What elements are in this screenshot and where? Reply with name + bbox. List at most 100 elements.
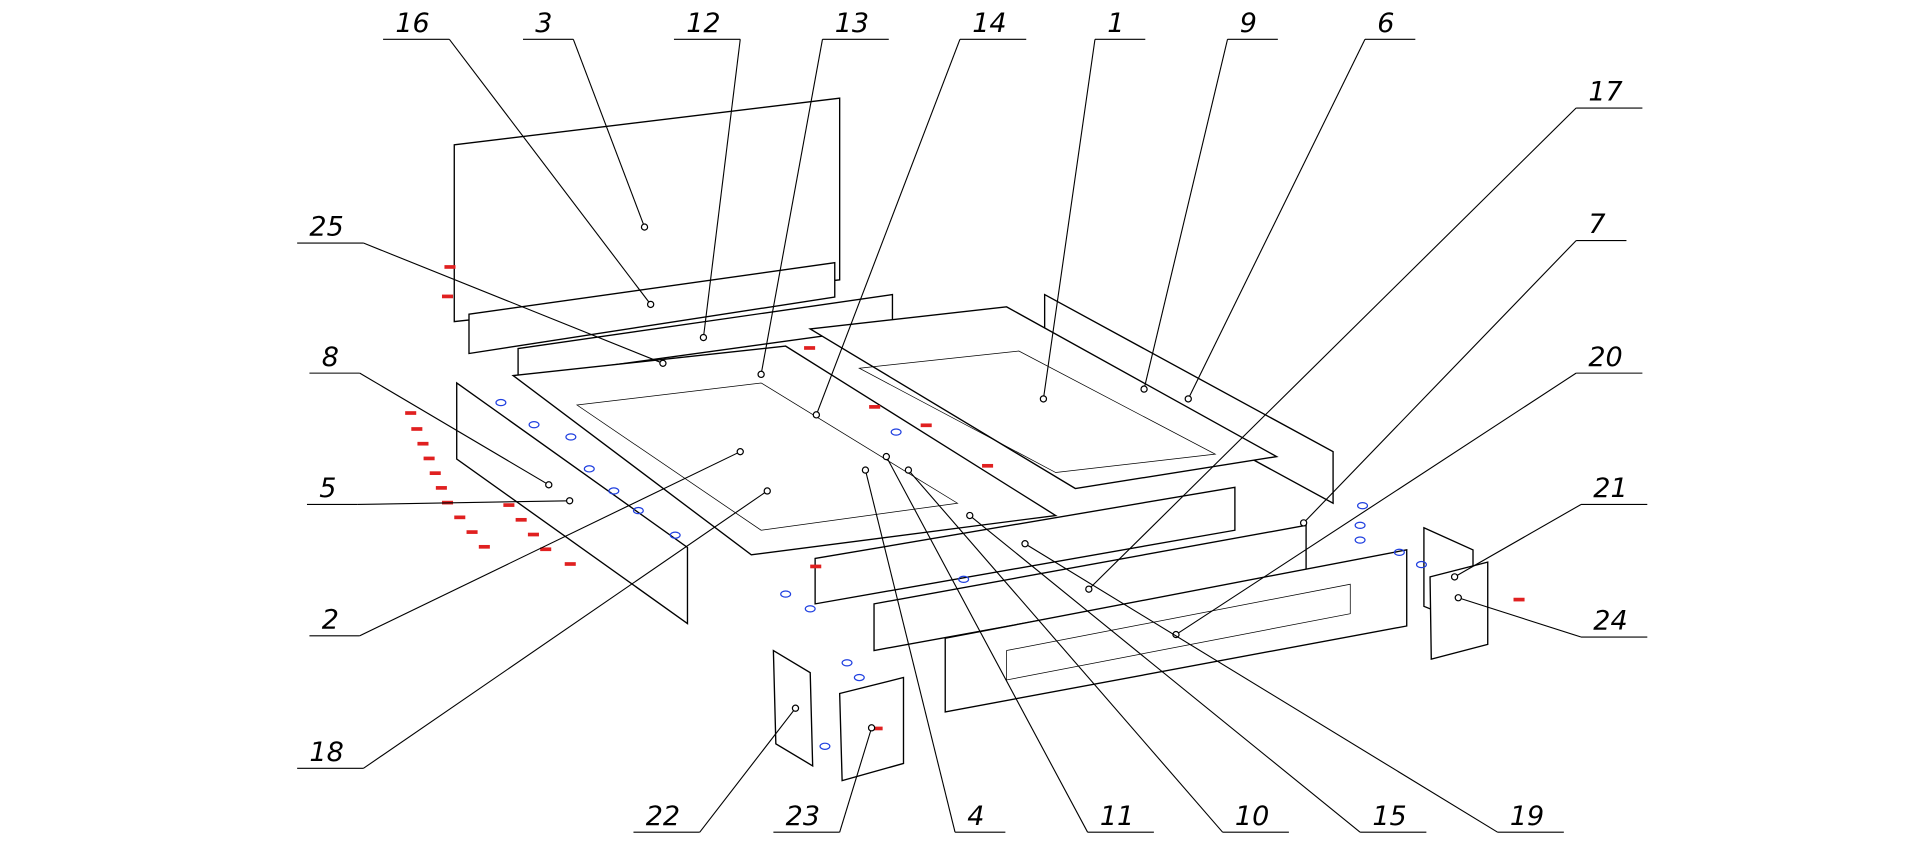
callout-10: 10 (904, 466, 1289, 833)
callout-6: 6 (1184, 8, 1416, 403)
callout-13: 13 (757, 8, 889, 379)
leader-dot (565, 497, 574, 505)
dowel-red (429, 471, 441, 476)
callout-number: 9 (1240, 8, 1257, 39)
fastener-blue (1354, 536, 1366, 544)
leg-panel-24 (1429, 561, 1489, 660)
leader-dot (1184, 395, 1192, 403)
leader-line (1175, 372, 1577, 636)
leader-line (699, 707, 796, 833)
fastener-blue (528, 421, 540, 429)
fastener-blue (853, 673, 865, 682)
leader-line (969, 515, 1361, 833)
leader-line (448, 38, 652, 305)
dowel-red (466, 530, 478, 534)
callout-number: 22 (646, 801, 680, 832)
callout-number: 5 (319, 473, 336, 504)
callout-number: 2 (322, 604, 339, 635)
callout-2: 2 (309, 448, 744, 637)
fastener-blue (669, 531, 681, 539)
dowel-red (982, 463, 994, 468)
callout-23: 23 (773, 724, 876, 833)
leader-dot (1299, 519, 1308, 527)
callout-number: 12 (686, 8, 720, 39)
callout-12: 12 (673, 8, 741, 342)
leader-dot (659, 359, 667, 367)
callout-8: 8 (309, 342, 553, 489)
leader-line (363, 242, 664, 364)
leader-dot (791, 704, 800, 712)
dowel-red (540, 547, 552, 552)
fastener-blue (780, 590, 792, 598)
leader-line (815, 39, 961, 416)
dowel-red (411, 427, 423, 431)
fastener-blue (1357, 502, 1369, 510)
slat-frame (858, 350, 1217, 473)
callout-number: 20 (1588, 342, 1622, 373)
callout-number: 11 (1100, 801, 1134, 832)
callout-25: 25 (297, 212, 667, 367)
callout-number: 7 (1588, 209, 1605, 240)
callout-number: 10 (1235, 801, 1269, 832)
leader-line (702, 39, 741, 338)
callout-11: 11 (882, 452, 1154, 833)
leader-dot (1039, 395, 1048, 403)
fastener-blue (565, 433, 577, 441)
dowel-red (804, 346, 816, 350)
dowel-red (441, 294, 454, 299)
fastener-blue (1393, 548, 1405, 557)
dowel-red (478, 544, 490, 549)
callout-number: 13 (835, 8, 869, 39)
leader-line (1024, 543, 1498, 833)
callout-24: 24 (1454, 594, 1648, 638)
fastener-blue (819, 742, 831, 750)
callout-17: 17 (1085, 77, 1643, 593)
headboard-panel (453, 97, 841, 323)
callout-5: 5 (306, 473, 574, 506)
leader-line (839, 727, 873, 833)
leader-dot (545, 481, 553, 489)
leader-line (1088, 107, 1577, 590)
leader-line (1454, 503, 1582, 578)
callout-4: 4 (861, 466, 1006, 833)
dowel-red (869, 405, 881, 409)
leader-dot (1085, 585, 1093, 593)
dowel-red (417, 441, 429, 446)
leader-dot (640, 223, 649, 231)
leader-line (864, 469, 956, 833)
leader-dot (882, 452, 890, 461)
leader-dot (812, 411, 821, 419)
dowel-red (515, 517, 527, 522)
leader-line (357, 500, 570, 506)
leader-line (1303, 240, 1577, 524)
callout-7: 7 (1299, 209, 1627, 527)
callout-number: 15 (1372, 801, 1406, 832)
leader-line (907, 469, 1224, 833)
callout-15: 15 (966, 511, 1427, 833)
callout-number: 18 (309, 737, 343, 768)
leader-line (359, 451, 741, 637)
fastener-blue (583, 465, 595, 473)
headboard-rail (468, 261, 836, 355)
leader-line (760, 39, 824, 375)
dowel-red (444, 265, 456, 269)
leader-dot (1450, 573, 1459, 581)
dowel-red (1513, 597, 1525, 602)
dowel-red (564, 562, 576, 566)
fastener-blue (890, 428, 902, 436)
callout-number: 25 (309, 212, 343, 243)
callout-19: 19 (1021, 540, 1564, 833)
leader-dot (1140, 385, 1148, 393)
callout-number: 1 (1107, 8, 1124, 39)
callout-number: 23 (786, 801, 820, 832)
leader-line (1187, 39, 1366, 400)
dowel-red (435, 486, 447, 490)
dowel-red (503, 503, 515, 507)
leader-dot (699, 333, 708, 342)
fasteners (405, 265, 1525, 750)
leader-line (363, 490, 768, 769)
leader-dot (646, 300, 655, 309)
dowel-red (871, 726, 883, 731)
leader-dot (763, 487, 771, 495)
